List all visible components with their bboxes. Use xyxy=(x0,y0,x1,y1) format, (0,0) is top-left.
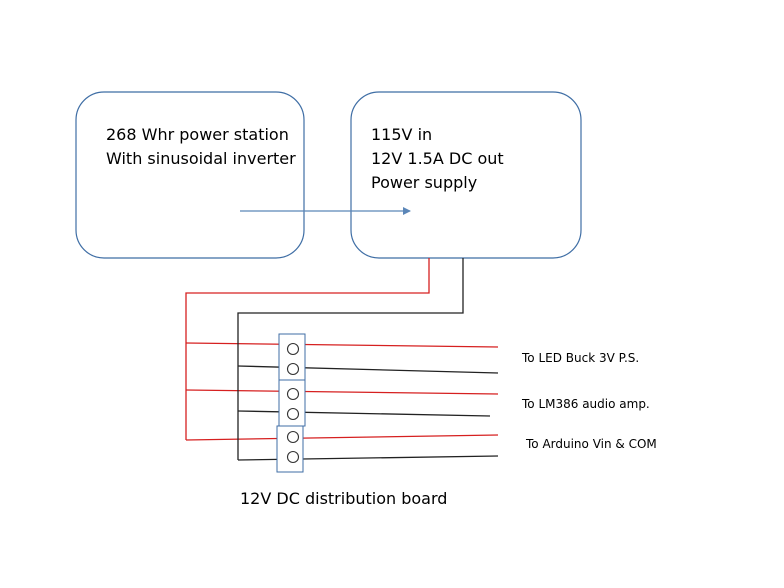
positive-bus-2 xyxy=(185,389,499,395)
terminal-screw-1 xyxy=(286,342,300,356)
positive-bus-3 xyxy=(185,434,499,441)
terminal-screw-6 xyxy=(286,450,300,464)
negative-supply-lead xyxy=(237,258,464,460)
power-station-block: 268 Whr power station With sinusoidal in… xyxy=(75,91,305,259)
terminal-screws xyxy=(286,342,300,464)
power-station-label-line2: With sinusoidal inverter xyxy=(106,149,296,168)
output-label-led-buck: To LED Buck 3V P.S. xyxy=(521,351,639,365)
positive-bus-1 xyxy=(185,342,499,348)
power-supply-label-line3: Power supply xyxy=(371,173,477,192)
distribution-board-caption: 12V DC distribution board xyxy=(240,489,447,508)
terminal-screw-2 xyxy=(286,362,300,376)
power-supply-label-line1: 115V in xyxy=(371,125,432,144)
terminal-screw-3 xyxy=(286,387,300,401)
positive-supply-lead xyxy=(185,258,430,440)
power-supply-label-line2: 12V 1.5A DC out xyxy=(371,149,504,168)
power-supply-box xyxy=(350,91,582,259)
power-station-box xyxy=(75,91,305,259)
negative-bus-1 xyxy=(237,365,499,374)
terminal-screw-4 xyxy=(286,407,300,421)
power-supply-block: 115V in 12V 1.5A DC out Power supply xyxy=(350,91,582,259)
negative-bus-2 xyxy=(237,410,491,417)
terminal-screw-5 xyxy=(286,430,300,444)
output-label-lm386: To LM386 audio amp. xyxy=(521,397,650,411)
output-label-arduino: To Arduino Vin & COM xyxy=(525,437,657,451)
power-station-label-line1: 268 Whr power station xyxy=(106,125,289,144)
